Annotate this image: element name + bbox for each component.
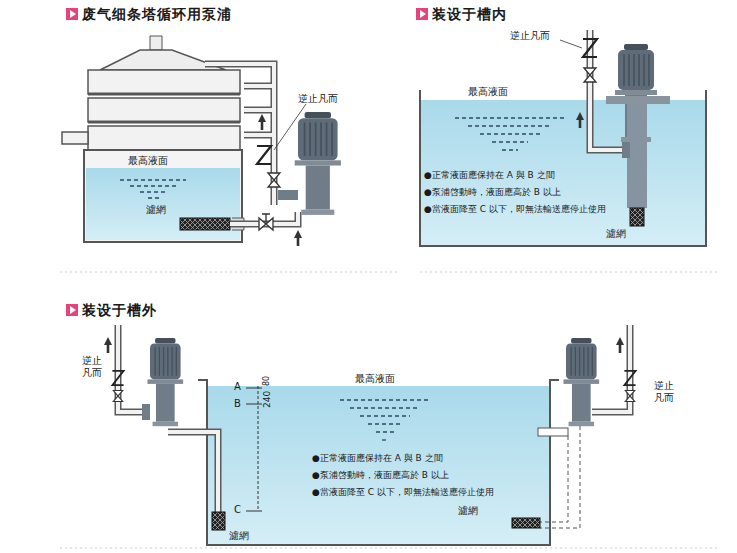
part-label: 逆止 凡而 — [652, 380, 675, 403]
part-label: 濾網 — [146, 204, 166, 216]
note-text: ●泵浦啓動時，液面應高於 B 以上 — [424, 187, 561, 197]
part-label: 逆止凡而 — [298, 93, 338, 105]
dimension-mark: C — [234, 504, 241, 516]
dimension-value: 80 — [262, 376, 271, 386]
panel-title: 装设于槽内 — [432, 6, 507, 22]
dimension-value: 240 — [262, 391, 272, 408]
part-label: 逆止 凡而 — [80, 355, 103, 378]
dimension-mark: A — [234, 381, 241, 393]
panel-title: 装设于槽外 — [82, 302, 157, 318]
note-text: ●正常液面應保持在 A 與 B 之間 — [312, 453, 443, 463]
part-label: 濾網 — [606, 228, 626, 240]
level-label: 最高液面 — [355, 373, 395, 385]
dimension-mark: B — [234, 398, 241, 410]
level-label: 最高液面 — [128, 155, 168, 167]
part-label: 濾網 — [229, 530, 249, 542]
note-text: ●當液面降至 C 以下，即無法輸送應停止使用 — [312, 487, 494, 497]
panel-title: 废气细条塔循环用泵浦 — [82, 6, 232, 22]
level-label: 最高液面 — [468, 86, 508, 98]
note-text: ●泵浦啓動時，液面應高於 B 以上 — [312, 470, 449, 480]
part-label: 逆止凡而 — [510, 30, 550, 42]
note-text: ●正常液面應保持在 A 與 B 之間 — [424, 170, 555, 180]
part-label: 濾網 — [458, 505, 478, 517]
note-text: ●當液面降至 C 以下，即無法輸送應停止使用 — [424, 204, 606, 214]
